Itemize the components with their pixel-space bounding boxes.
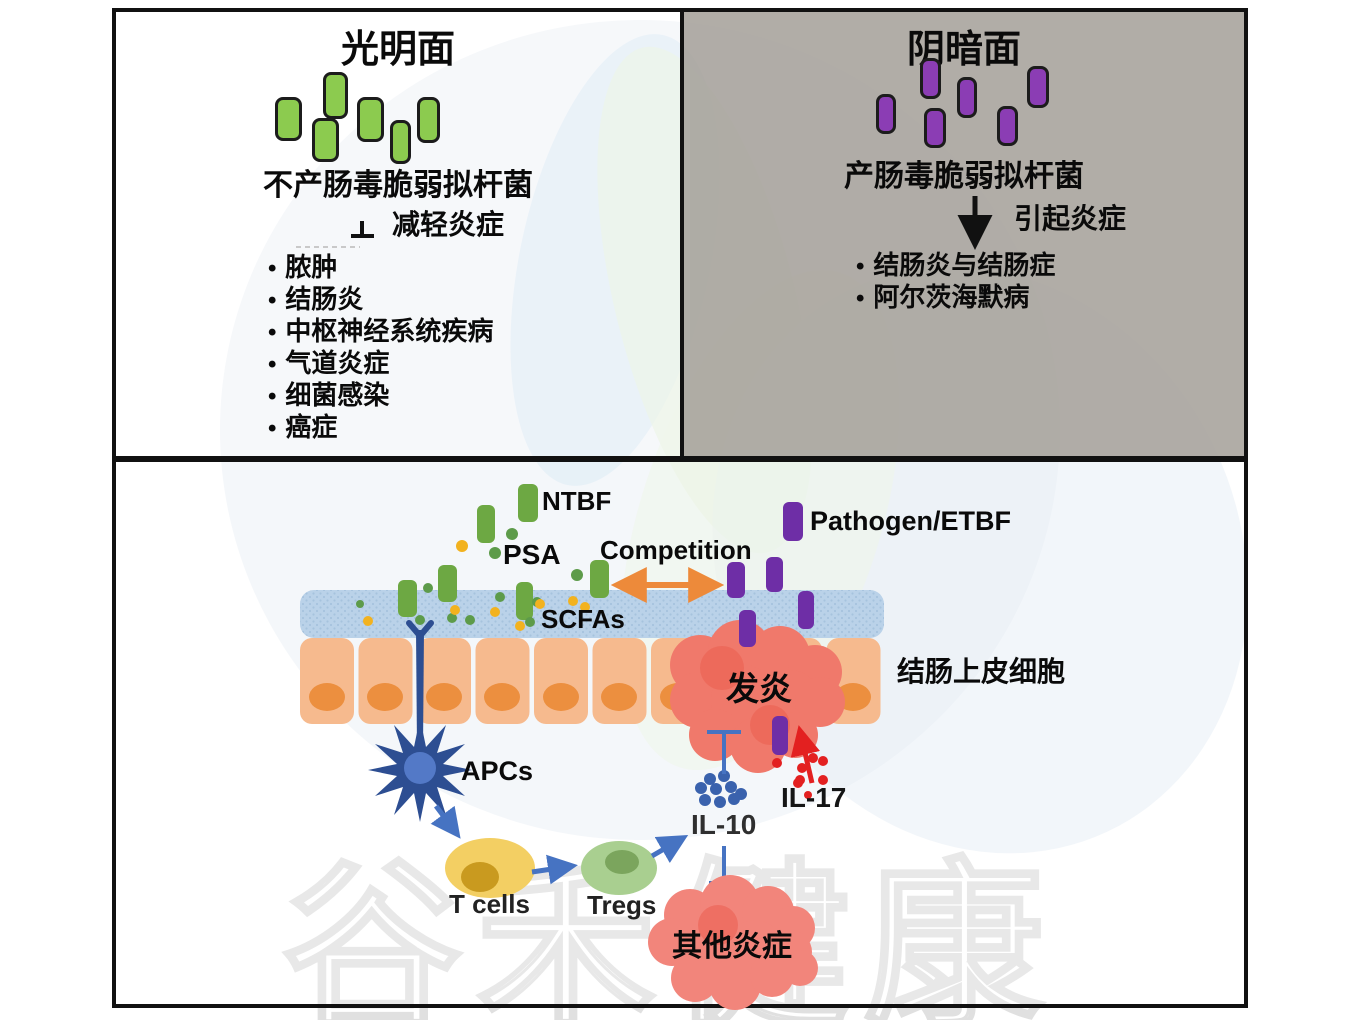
il17-dots [772, 753, 828, 799]
dark-action-label: 引起炎症 [1014, 203, 1127, 234]
t-cell [445, 838, 535, 898]
scfa-dots [363, 540, 590, 631]
inflammation-label: 发炎 [726, 670, 792, 707]
bright-panel-title: 光明面 [340, 29, 455, 71]
cell-nuclei [309, 683, 871, 711]
il17-arrow [790, 725, 821, 784]
etbf-bacterium-icon [997, 106, 1018, 146]
competition-label: Competition [600, 535, 752, 565]
ntbf-bacterium-icon [275, 97, 302, 141]
psa-dots [356, 528, 583, 627]
other-inflammation-label: 其他炎症 [672, 930, 792, 963]
etbf-rods [727, 502, 814, 755]
psa-label: PSA [503, 539, 561, 570]
other-inflammation-cloud [648, 875, 818, 1010]
apcs-label: APCs [461, 756, 534, 786]
effect-item: 阿尔茨海默病 [856, 282, 1055, 314]
apc-cell [368, 615, 472, 822]
bright-inhibition-symbol [296, 221, 374, 248]
dark-effects-list: 结肠炎与结肠症 阿尔茨海默病 [856, 250, 1055, 314]
bright-effects-list: 脓肿 结肠炎 中枢神经系统疾病 气道炎症 细菌感染 癌症 [268, 252, 493, 444]
bright-action-label: 减轻炎症 [392, 209, 505, 240]
dark-panel-title: 阴暗面 [906, 29, 1021, 71]
epithelium-label: 结肠上皮细胞 [897, 656, 1066, 687]
effect-item: 结肠炎 [268, 284, 493, 316]
ntbf-bacterium-icon [357, 97, 384, 142]
il10-label: IL-10 [691, 809, 757, 840]
t-cells-label: T cells [449, 889, 530, 919]
etbf-bacterium-icon [1027, 66, 1049, 108]
pathway-arrows [430, 804, 689, 885]
effect-item: 结肠炎与结肠症 [856, 250, 1055, 282]
etbf-bacterium-icon [920, 58, 941, 99]
etbf-bacterium-icon [876, 94, 896, 134]
ntbf-rods [398, 484, 609, 620]
effect-item: 脓肿 [268, 252, 493, 284]
effect-item: 癌症 [268, 412, 493, 444]
effect-item: 气道炎症 [268, 348, 493, 380]
dark-bacteria-label: 产肠毒脆弱拟杆菌 [844, 160, 1084, 193]
ntbf-bacterium-icon [390, 120, 411, 164]
il10-dots [695, 770, 747, 808]
treg-cell [581, 841, 657, 895]
ntbf-bacterium-icon [312, 118, 339, 162]
il17-label: IL-17 [781, 782, 847, 813]
bright-bacteria-label: 不产肠毒脆弱拟杆菌 [263, 169, 533, 202]
pathogen-etbf-label: Pathogen/ETBF [810, 506, 1011, 536]
etbf-bacterium-icon [957, 77, 977, 118]
ntbf-bacterium-icon [323, 72, 348, 119]
etbf-bacterium-icon [924, 108, 946, 148]
ntbf-label: NTBF [542, 486, 612, 516]
ntbf-bacterium-icon [417, 97, 440, 143]
scfas-label: SCFAs [541, 604, 625, 634]
effect-item: 中枢神经系统疾病 [268, 316, 493, 348]
effect-item: 细菌感染 [268, 380, 493, 412]
tregs-label: Tregs [587, 890, 657, 920]
